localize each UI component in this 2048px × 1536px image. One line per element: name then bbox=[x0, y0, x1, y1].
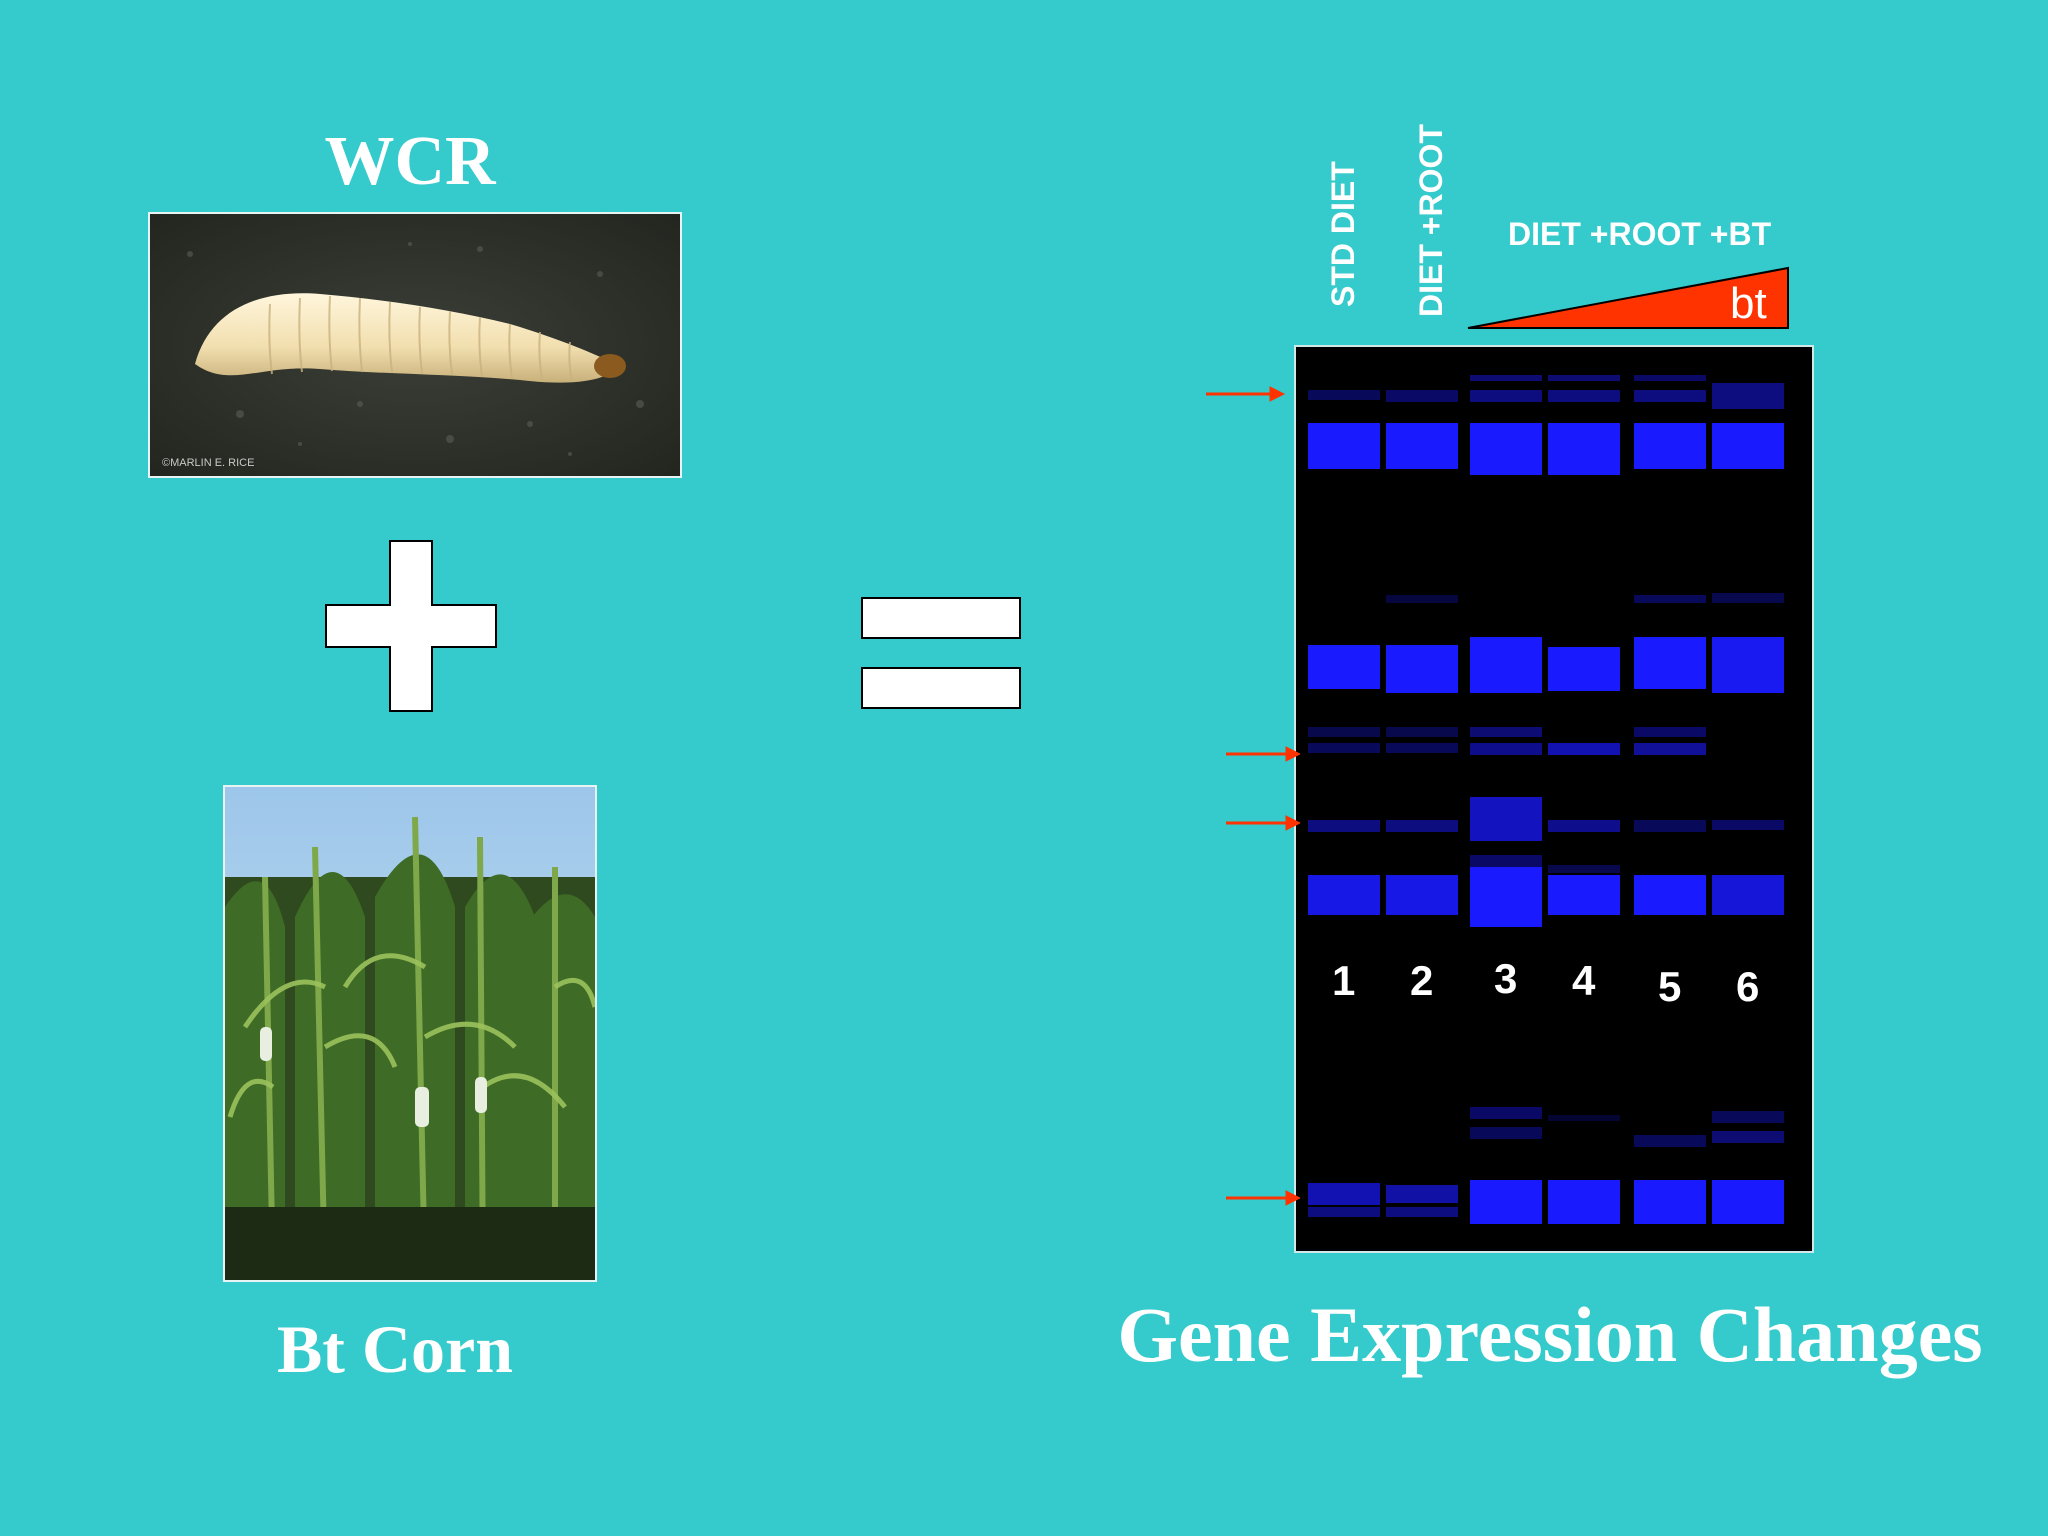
gel-band bbox=[1386, 595, 1458, 603]
gel-band bbox=[1634, 375, 1706, 381]
gel-band bbox=[1386, 423, 1458, 469]
gel-band bbox=[1548, 390, 1620, 402]
gel-band bbox=[1634, 875, 1706, 915]
gel-band bbox=[1634, 820, 1706, 832]
gel-band bbox=[1712, 1180, 1784, 1224]
gel-band bbox=[1548, 1180, 1620, 1224]
arrow-head-icon bbox=[1285, 1190, 1302, 1206]
photo-credit: ©MARLIN E. RICE bbox=[162, 457, 254, 469]
gel-band bbox=[1386, 743, 1458, 753]
gel-band bbox=[1634, 1135, 1706, 1147]
gel-band bbox=[1634, 390, 1706, 402]
lane-number: 2 bbox=[1410, 957, 1433, 1004]
gel-band bbox=[1548, 875, 1620, 915]
gel-lane-numbers: 1 2 3 4 5 6 bbox=[1332, 955, 1759, 1010]
gel-band bbox=[1308, 1207, 1380, 1217]
gel-band bbox=[1470, 423, 1542, 475]
gel-band bbox=[1634, 727, 1706, 737]
lane-number: 6 bbox=[1736, 963, 1759, 1010]
lane-label-diet-root: DIET +ROOT bbox=[1413, 124, 1449, 317]
bt-wedge-label: bt bbox=[1730, 279, 1767, 328]
gel-band bbox=[1308, 423, 1380, 469]
gel-band bbox=[1308, 390, 1380, 400]
gel-band bbox=[1386, 727, 1458, 737]
gel-band bbox=[1470, 390, 1542, 402]
gel-band bbox=[1712, 1131, 1784, 1143]
equals-sign-icon bbox=[860, 596, 1024, 717]
lane-label-diet-root-bt: DIET +ROOT +BT bbox=[1508, 216, 1772, 252]
gel-band bbox=[1386, 875, 1458, 915]
gel-band bbox=[1386, 820, 1458, 832]
gel-band bbox=[1470, 1107, 1542, 1119]
wcr-larva-photo: ©MARLIN E. RICE bbox=[148, 212, 682, 478]
gel-band bbox=[1712, 423, 1784, 469]
lane-label-std-diet: STD DIET bbox=[1325, 161, 1361, 307]
gene-expression-title: Gene Expression Changes bbox=[1117, 1291, 1983, 1378]
gel-band bbox=[1548, 865, 1620, 873]
gel-band bbox=[1634, 595, 1706, 603]
gel-band bbox=[1308, 820, 1380, 832]
lane-number: 3 bbox=[1494, 955, 1517, 1002]
bt-concentration-wedge: bt bbox=[1466, 266, 1790, 335]
gel-band bbox=[1386, 1207, 1458, 1217]
plus-sign-icon bbox=[325, 540, 497, 717]
gel-band bbox=[1470, 727, 1542, 737]
bt-corn-photo bbox=[223, 785, 597, 1282]
arrow-head-icon bbox=[1269, 386, 1286, 402]
gel-band bbox=[1386, 645, 1458, 693]
gel-bands bbox=[1308, 375, 1784, 1224]
red-arrows bbox=[1200, 380, 1302, 1235]
gel-band bbox=[1712, 593, 1784, 603]
lane-number: 4 bbox=[1572, 957, 1596, 1004]
gel-band bbox=[1308, 743, 1380, 753]
gel-band bbox=[1308, 1183, 1380, 1205]
gel-band bbox=[1548, 423, 1620, 475]
gel-band bbox=[1308, 875, 1380, 915]
gel-band bbox=[1548, 1115, 1620, 1121]
lane-number: 5 bbox=[1658, 963, 1681, 1010]
gel-band bbox=[1470, 375, 1542, 381]
gel-band bbox=[1634, 637, 1706, 689]
gel-band bbox=[1470, 743, 1542, 755]
gel-band bbox=[1548, 820, 1620, 832]
gel-band bbox=[1712, 637, 1784, 693]
gel-band bbox=[1712, 875, 1784, 915]
gel-band bbox=[1470, 637, 1542, 693]
gel-band bbox=[1470, 855, 1542, 867]
arrow-head-icon bbox=[1285, 746, 1302, 762]
gel-band bbox=[1470, 1127, 1542, 1139]
gel-band bbox=[1386, 1185, 1458, 1203]
gel-band bbox=[1308, 727, 1380, 737]
gel-electrophoresis-image: 1 2 3 4 5 6 bbox=[1294, 345, 1814, 1258]
gel-band bbox=[1634, 1180, 1706, 1224]
gel-band bbox=[1548, 375, 1620, 381]
lane-number: 1 bbox=[1332, 957, 1355, 1004]
arrow-head-icon bbox=[1285, 815, 1302, 831]
gel-band bbox=[1308, 645, 1380, 689]
bt-corn-label: Bt Corn bbox=[276, 1311, 514, 1387]
gel-band bbox=[1386, 390, 1458, 402]
wcr-title: WCR bbox=[324, 123, 496, 200]
gel-band bbox=[1548, 647, 1620, 691]
gel-band bbox=[1470, 1180, 1542, 1224]
gel-band bbox=[1712, 820, 1784, 830]
gel-band bbox=[1470, 797, 1542, 841]
gel-band bbox=[1634, 423, 1706, 469]
gel-band bbox=[1548, 743, 1620, 755]
gel-band bbox=[1634, 743, 1706, 755]
gel-band bbox=[1470, 867, 1542, 927]
gel-band bbox=[1712, 383, 1784, 409]
gel-band bbox=[1712, 1111, 1784, 1123]
